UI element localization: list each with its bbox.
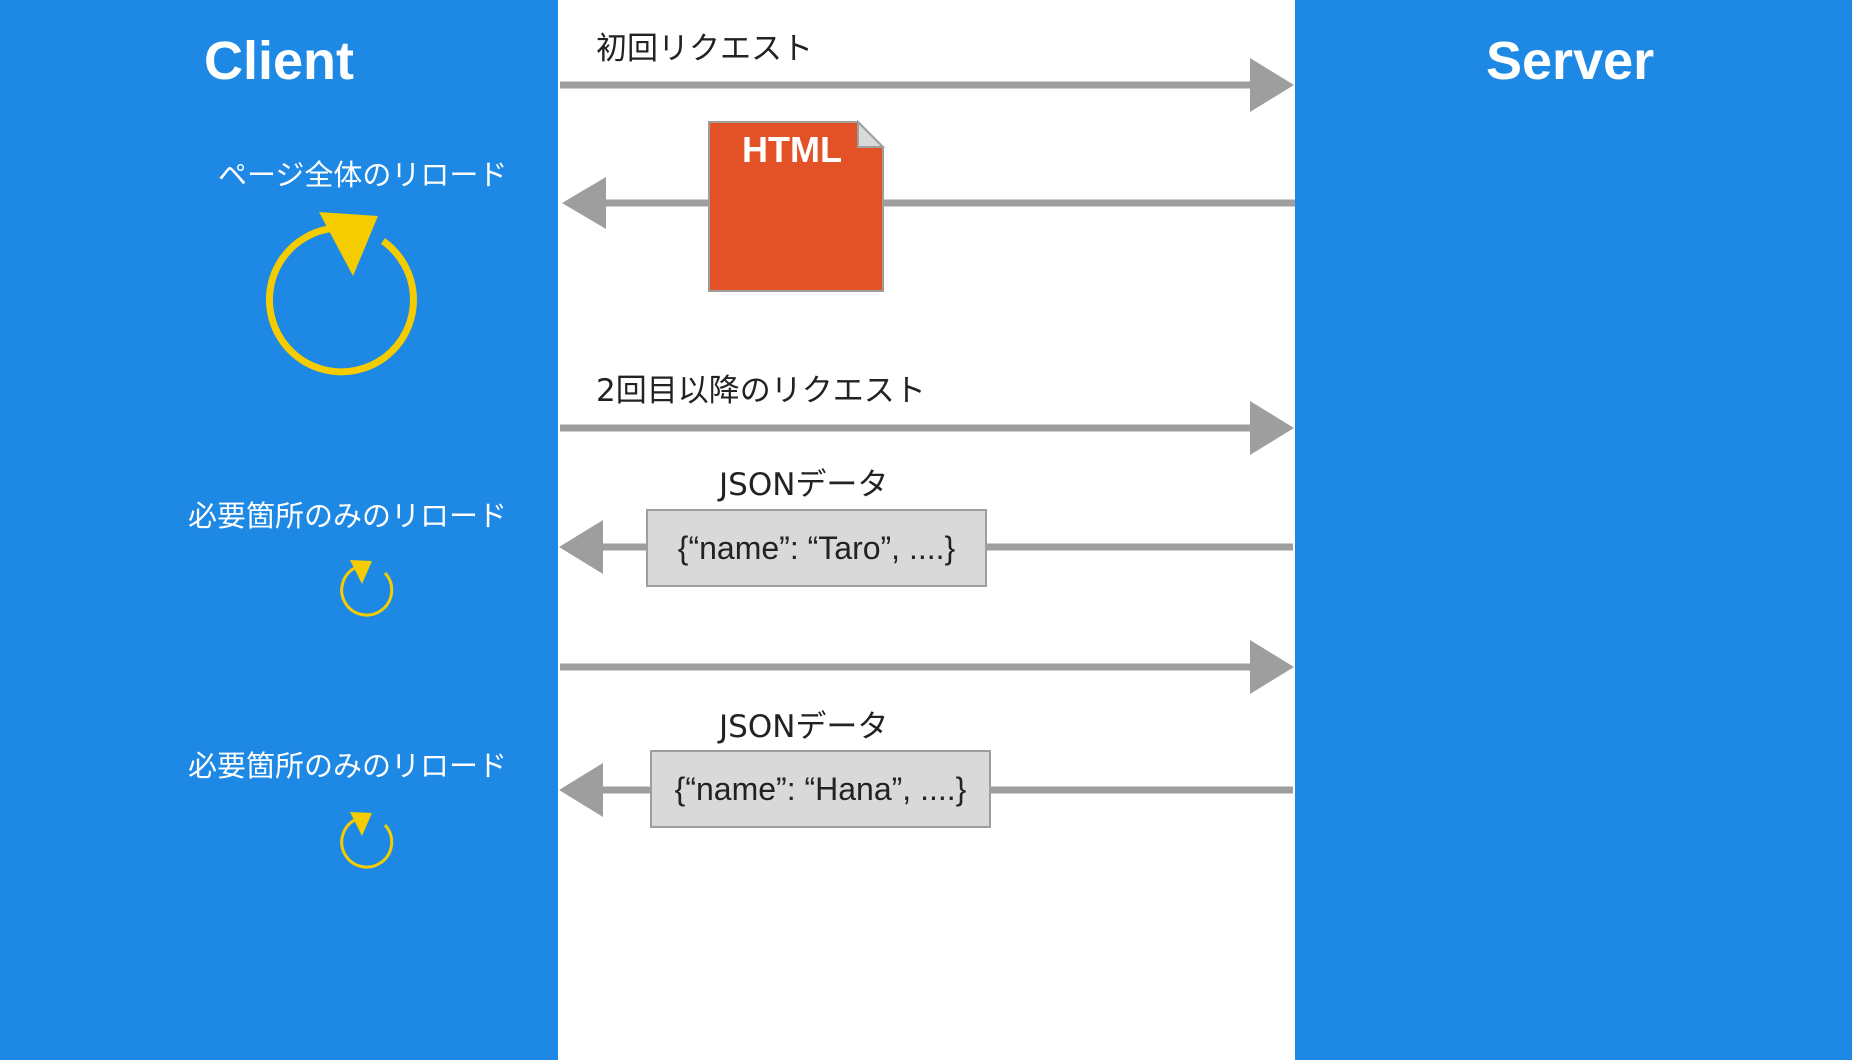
html-document-label: HTML xyxy=(742,129,842,170)
json-payload-box-2: {“name”: “Hana”, ....} xyxy=(650,750,991,828)
html-response-arrow xyxy=(562,177,1295,229)
subsequent-request-label: 2回目以降のリクエスト xyxy=(596,373,926,409)
client-panel xyxy=(0,0,558,1060)
full-reload-label: ページ全体のリロード xyxy=(218,158,508,192)
partial-reload-label-1: 必要箇所のみのリロード xyxy=(188,499,508,533)
partial-reload-label-2: 必要箇所のみのリロード xyxy=(188,749,508,783)
reload-icon xyxy=(340,560,394,617)
json-data-label-2: JSONデータ xyxy=(719,709,889,745)
initial-request-arrow xyxy=(560,58,1294,112)
reload-icon xyxy=(340,812,394,869)
subsequent-request-arrow xyxy=(560,401,1294,455)
document-icon xyxy=(708,119,886,292)
json-payload-box-1: {“name”: “Taro”, ....} xyxy=(646,509,987,587)
server-title: Server xyxy=(1486,31,1655,91)
server-panel xyxy=(1295,0,1852,1060)
reload-icon xyxy=(265,212,417,376)
client-title: Client xyxy=(204,31,355,91)
json-data-label-1: JSONデータ xyxy=(719,467,889,503)
third-request-arrow xyxy=(560,640,1294,694)
initial-request-label: 初回リクエスト xyxy=(596,31,813,67)
